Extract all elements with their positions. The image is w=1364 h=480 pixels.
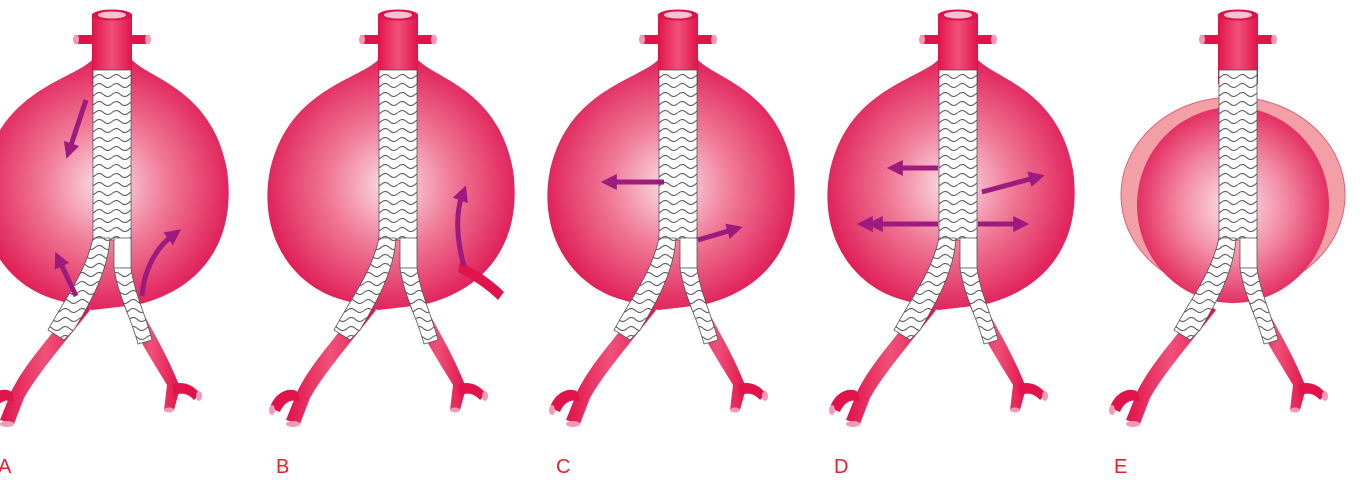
panel-c: C (547, 10, 794, 479)
panel-label-e: E (1114, 456, 1127, 478)
panel-label-d: D (834, 456, 848, 478)
panel-label-a: A (0, 456, 12, 478)
panel-d: D (827, 10, 1074, 479)
panel-a: A (0, 10, 229, 479)
panel-e: E (1109, 10, 1345, 479)
panel-label-c: C (556, 456, 570, 478)
panel-b: B (267, 10, 514, 479)
panel-label-b: B (276, 456, 289, 478)
